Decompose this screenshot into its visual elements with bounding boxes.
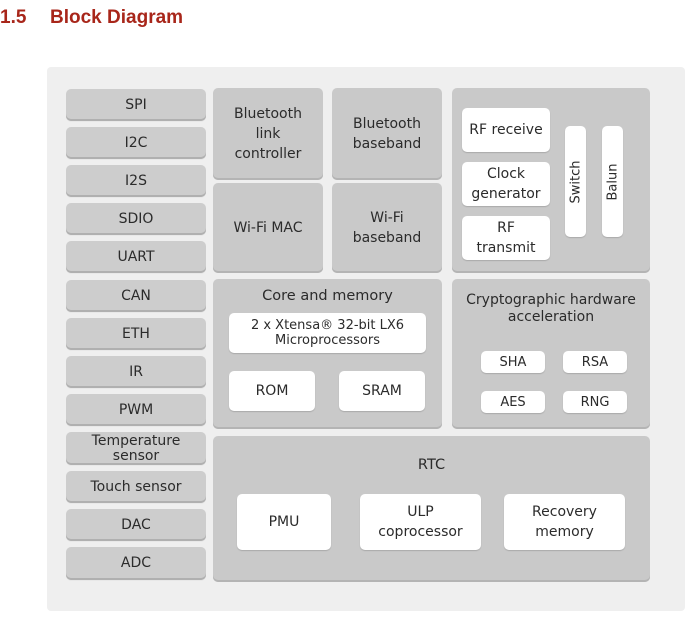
bluetooth-link-controller-label: Bluetooth link controller: [234, 106, 302, 162]
peripheral-label: Temperature sensor: [91, 432, 181, 464]
peripheral-label: PWM: [118, 401, 154, 418]
rtc-block: RTC PMU ULP coprocessor Recovery memory: [213, 436, 650, 582]
ulp-coprocessor-box: ULP coprocessor: [360, 494, 481, 550]
peripheral-label: I2C: [124, 134, 148, 151]
peripheral-label: IR: [129, 363, 143, 380]
peripheral-temperature-sensor: Temperature sensor: [66, 432, 206, 465]
section-heading: 1.5 Block Diagram: [0, 7, 183, 29]
recovery-memory-label: Recovery memory: [532, 504, 597, 540]
switch-box: Switch: [565, 126, 586, 237]
peripheral-pwm: PWM: [66, 394, 206, 426]
switch-label: Switch: [568, 160, 583, 203]
balun-label: Balun: [605, 163, 620, 200]
peripheral-ir: IR: [66, 356, 206, 388]
wifi-mac-label: Wi-Fi MAC: [233, 220, 303, 236]
peripheral-label: ETH: [122, 325, 150, 342]
rf-block: RF receive Clock generator RF transmit S…: [452, 88, 650, 273]
pmu-box: PMU: [237, 494, 331, 550]
rom-label: ROM: [255, 383, 289, 399]
peripheral-sdio: SDIO: [66, 203, 206, 235]
rsa-label: RSA: [581, 354, 609, 370]
peripheral-can: CAN: [66, 280, 206, 312]
sram-label: SRAM: [362, 383, 402, 399]
bluetooth-baseband-block: Bluetooth baseband: [332, 88, 442, 180]
wifi-mac-block: Wi-Fi MAC: [213, 183, 323, 273]
aes-box: AES: [481, 391, 545, 413]
rf-receive-box: RF receive: [462, 108, 550, 152]
wifi-baseband-block: Wi-Fi baseband: [332, 183, 442, 273]
bluetooth-baseband-label: Bluetooth baseband: [352, 116, 422, 152]
peripheral-label: SDIO: [118, 210, 154, 227]
pmu-label: PMU: [268, 514, 300, 530]
balun-box: Balun: [602, 126, 623, 237]
clock-generator-box: Clock generator: [462, 162, 550, 206]
peripheral-spi: SPI: [66, 89, 206, 121]
ulp-coprocessor-label: ULP coprocessor: [378, 504, 463, 540]
block-diagram: SPI I2C I2S SDIO UART CAN ETH IR PWM Tem…: [47, 67, 685, 611]
bluetooth-link-controller-block: Bluetooth link controller: [213, 88, 323, 180]
peripheral-label: CAN: [121, 287, 151, 304]
peripheral-label: Touch sensor: [90, 478, 182, 495]
peripheral-label: ADC: [120, 555, 152, 571]
section-number: 1.5: [0, 7, 27, 28]
peripheral-label: UART: [117, 248, 155, 265]
rng-box: RNG: [563, 391, 627, 413]
peripheral-label: I2S: [125, 172, 147, 189]
sha-label: SHA: [499, 354, 527, 370]
peripheral-label: SPI: [125, 96, 147, 113]
peripheral-adc: ADC: [66, 547, 206, 580]
rng-label: RNG: [580, 394, 610, 410]
crypto-block: Cryptographic hardware acceleration SHA …: [452, 279, 650, 429]
section-title: Block Diagram: [50, 7, 184, 28]
crypto-title: Cryptographic hardware acceleration: [466, 292, 636, 325]
clock-generator-label: Clock generator: [471, 166, 541, 202]
recovery-memory-box: Recovery memory: [504, 494, 625, 550]
microprocessor-box: 2 x Xtensa® 32-bit LX6 Microprocessors: [229, 313, 426, 353]
rf-receive-label: RF receive: [469, 122, 543, 138]
peripheral-touch-sensor: Touch sensor: [66, 471, 206, 503]
peripheral-i2c: I2C: [66, 127, 206, 159]
peripheral-label: DAC: [121, 516, 151, 533]
peripheral-eth: ETH: [66, 318, 206, 350]
microprocessor-label: 2 x Xtensa® 32-bit LX6 Microprocessors: [250, 318, 405, 348]
core-memory-title: Core and memory: [262, 288, 393, 304]
rf-transmit-box: RF transmit: [462, 216, 550, 260]
rsa-box: RSA: [563, 351, 627, 373]
peripheral-dac: DAC: [66, 509, 206, 541]
rtc-title: RTC: [417, 457, 446, 473]
wifi-baseband-label: Wi-Fi baseband: [352, 210, 422, 246]
peripheral-uart: UART: [66, 241, 206, 273]
sha-box: SHA: [481, 351, 545, 373]
rom-box: ROM: [229, 371, 315, 411]
peripheral-i2s: I2S: [66, 165, 206, 197]
rf-transmit-label: RF transmit: [476, 220, 536, 256]
core-memory-block: Core and memory 2 x Xtensa® 32-bit LX6 M…: [213, 279, 442, 429]
aes-label: AES: [500, 394, 526, 410]
sram-box: SRAM: [339, 371, 425, 411]
